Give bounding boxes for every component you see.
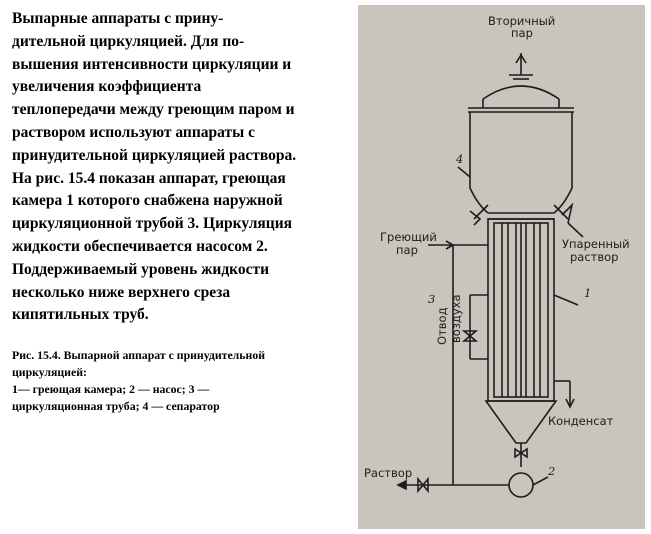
separator-right-wall bbox=[553, 112, 573, 214]
text-cont: Для по- bbox=[186, 32, 245, 50]
air-vent-valve bbox=[461, 330, 479, 342]
diagram-drawing bbox=[396, 53, 584, 498]
label-heating-steam-2: пар bbox=[396, 243, 418, 257]
left-nozzle-valve bbox=[469, 210, 482, 226]
pump-body bbox=[508, 472, 534, 498]
paragraph-line: увеличения коэффициента bbox=[12, 78, 202, 96]
leader-2 bbox=[532, 476, 549, 486]
label-heating-steam: Греющий bbox=[380, 230, 437, 244]
label-air-vent-2: воздуха bbox=[449, 294, 463, 343]
feed-valve bbox=[417, 476, 429, 494]
paragraph-line: раствором используют аппараты с bbox=[12, 123, 255, 141]
title-cont: дительной циркуляцией. bbox=[12, 32, 187, 50]
figure-caption: Рис. 15.4. Выпарной аппарат с принудител… bbox=[12, 347, 352, 415]
evaporator-diagram: Вторичный пар 4 Греющий пар Упаренный ра… bbox=[358, 5, 645, 529]
paragraph-line: кипятильных труб. bbox=[12, 306, 149, 324]
steam-arrow bbox=[445, 240, 455, 250]
label-number-2: 2 bbox=[548, 464, 556, 478]
label-number-1: 1 bbox=[584, 286, 592, 300]
label-number-3: 3 bbox=[428, 292, 436, 306]
label-secondary-steam-2: пар bbox=[511, 26, 533, 40]
leader-1 bbox=[553, 294, 579, 306]
paragraph-line: На рис. 15.4 показан аппарат, греющая bbox=[12, 169, 286, 187]
paragraph-line: дительной циркуляцией. Для по- bbox=[12, 31, 352, 54]
paragraph-line: циркуляционной трубой 3. Циркуляция bbox=[12, 215, 293, 233]
label-solution: Раствор bbox=[364, 466, 413, 480]
article-text: Выпарные аппараты с прину- дительной цир… bbox=[12, 8, 352, 415]
evaporated-valve bbox=[561, 202, 574, 224]
boiling-tubes bbox=[501, 223, 541, 397]
leader-4 bbox=[457, 166, 471, 178]
feed-arrow bbox=[396, 479, 407, 491]
caption-line: 1— греющая камера; 2 — насос; 3 — bbox=[12, 382, 210, 397]
paragraph-line: теплопередачи между греющим паром и bbox=[12, 101, 295, 119]
caption-line: циркуляционная труба; 4 — сепаратор bbox=[12, 399, 220, 414]
label-number-4: 4 bbox=[456, 152, 464, 166]
vapor-arrow bbox=[515, 53, 527, 64]
label-condensate: Конденсат bbox=[548, 414, 614, 428]
paragraph-line: Поддерживаемый уровень жидкости bbox=[12, 260, 270, 278]
label-evaporated: Упаренный bbox=[562, 237, 630, 251]
paragraph-line: жидкости обеспечивается насосом 2. bbox=[12, 237, 268, 255]
evaporated-outlet bbox=[553, 204, 569, 220]
bottom-cone bbox=[484, 400, 558, 444]
caption-line: Рис. 15.4. Выпарной аппарат с принудител… bbox=[12, 348, 266, 363]
caption-line: циркуляцией: bbox=[12, 365, 87, 380]
paragraph-line: вышения интенсивности циркуляции и bbox=[12, 55, 292, 73]
bottom-valve bbox=[514, 447, 528, 459]
label-air-vent: Отвод bbox=[435, 307, 449, 345]
label-secondary-steam: Вторичный bbox=[488, 14, 556, 28]
condensate-arrow bbox=[565, 398, 575, 409]
dome-cap bbox=[482, 85, 560, 100]
label-evaporated-2: раствор bbox=[570, 250, 619, 264]
evaporated-arrow-line bbox=[567, 222, 584, 238]
title: Выпарные аппараты с прину- bbox=[12, 10, 224, 27]
paragraph-line: несколько ниже верхнего среза bbox=[12, 283, 231, 301]
paragraph-line: принудительной циркуляцией раствора. bbox=[12, 146, 297, 164]
separator-left-wall bbox=[469, 112, 489, 214]
paragraph-line: Выпарные аппараты с прину- bbox=[12, 8, 352, 31]
paragraph-line: камера 1 которого снабжена наружной bbox=[12, 192, 283, 210]
